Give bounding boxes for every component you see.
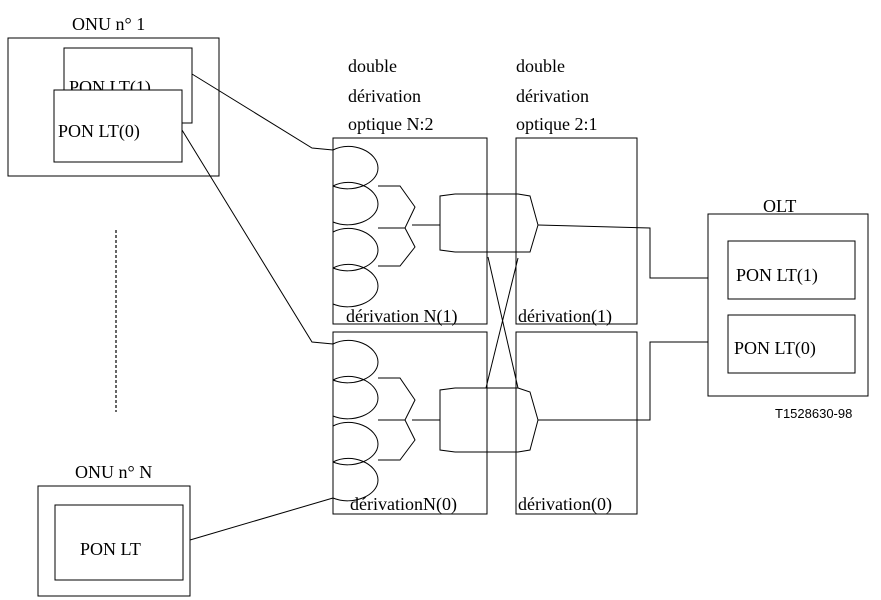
link-onu1-lt0-to-lower: [181, 129, 334, 345]
onu-1-pon-lt0-box: [53, 89, 183, 163]
olt-title: OLT: [763, 196, 796, 216]
splitter-21-upper-box: [515, 137, 638, 325]
splitter-n2-upper-box: [332, 137, 488, 325]
olt-pon-lt1-box: [727, 240, 856, 300]
olt-pon-lt0-label: PON LT(0): [734, 338, 816, 359]
onu-1: ONU n° 1 PON LT(1) PON LT(0): [7, 14, 220, 177]
splitter-21-heading-line-1: double: [516, 56, 565, 76]
splitter-21-upper-label: dérivation(1): [518, 306, 612, 327]
onu-1-title: ONU n° 1: [72, 14, 145, 34]
splitter-21-heading-line-2: dérivation: [516, 86, 589, 106]
olt: OLT PON LT(1) PON LT(0): [707, 196, 869, 397]
link-onun-to-lower: [189, 497, 334, 541]
link-to-olt-lt0: [538, 341, 728, 421]
splitter-n2-heading-line-2: dérivation: [348, 86, 421, 106]
splitter-21-heading-line-3: optique 2:1: [516, 114, 598, 134]
splitter-n2-lower-label: dérivationN(0): [350, 494, 457, 515]
splitter-n2-heading: double dérivation optique N:2: [348, 56, 434, 134]
splitter-n2-heading-line-1: double: [348, 56, 397, 76]
onu-n: ONU n° N PON LT: [37, 462, 191, 597]
onu-n-pon-lt-box: [54, 504, 184, 581]
link-onu1-lt1-to-upper: [191, 73, 334, 151]
onu-1-pon-lt0-label: PON LT(0): [58, 121, 140, 142]
olt-pon-lt0-box: [727, 314, 856, 374]
splitter-n2-lower-tree: [332, 339, 456, 502]
link-to-olt-lt1: [537, 224, 728, 279]
onu-n-pon-lt-label: PON LT: [80, 539, 141, 559]
cross-connections: [455, 193, 519, 453]
splitter-21-lower-label: dérivation(0): [518, 494, 612, 515]
figure-code: T1528630-98: [775, 406, 852, 421]
splitter-n2-upper-label: dérivation N(1): [346, 306, 457, 327]
splitter-21-lower-box: [515, 331, 638, 515]
splitter-n2-lower-box: [332, 331, 488, 515]
olt-pon-lt1-label: PON LT(1): [736, 265, 818, 286]
splitter-n2-upper-tree: [332, 145, 456, 308]
onu-n-title: ONU n° N: [75, 462, 152, 482]
splitter-n2-heading-line-3: optique N:2: [348, 114, 434, 134]
splitter-21-heading: double dérivation optique 2:1: [516, 56, 598, 134]
